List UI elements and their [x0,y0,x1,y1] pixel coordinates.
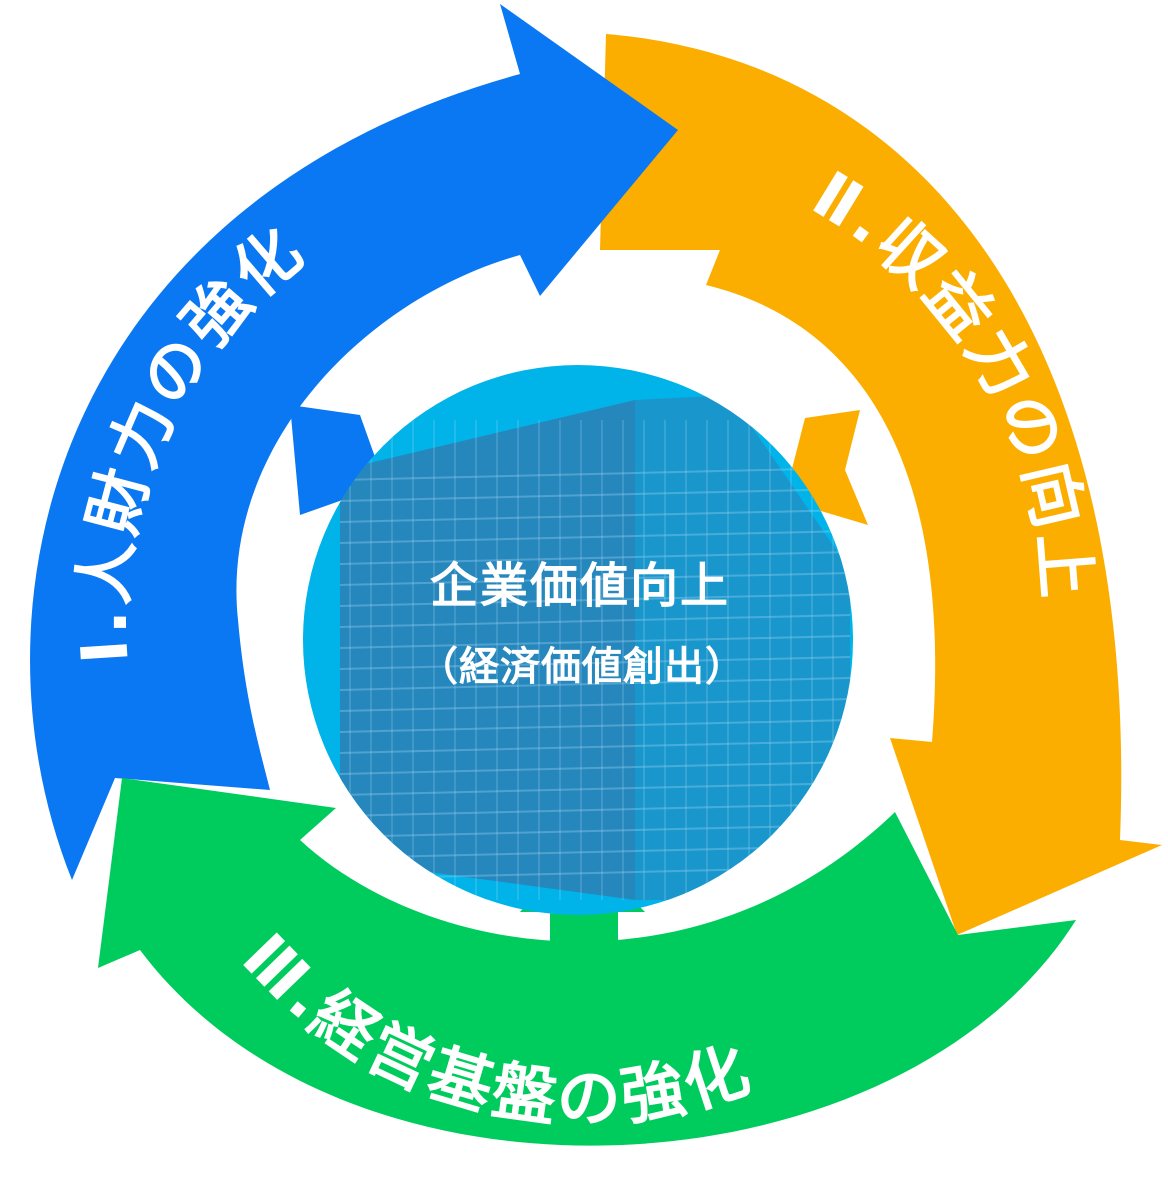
building-right-face [635,395,850,900]
building-image [339,395,851,900]
center-title: 企業価値向上 [430,558,730,614]
center-hub: 企業価値向上 （経済価値創出） [303,365,853,915]
center-subtitle: （経済価値創出） [418,644,746,690]
building-windows [339,420,851,900]
segment-revenue-arrow [600,34,1162,935]
building-left-face [340,400,635,900]
segment-human-capital-arrow [30,4,679,880]
